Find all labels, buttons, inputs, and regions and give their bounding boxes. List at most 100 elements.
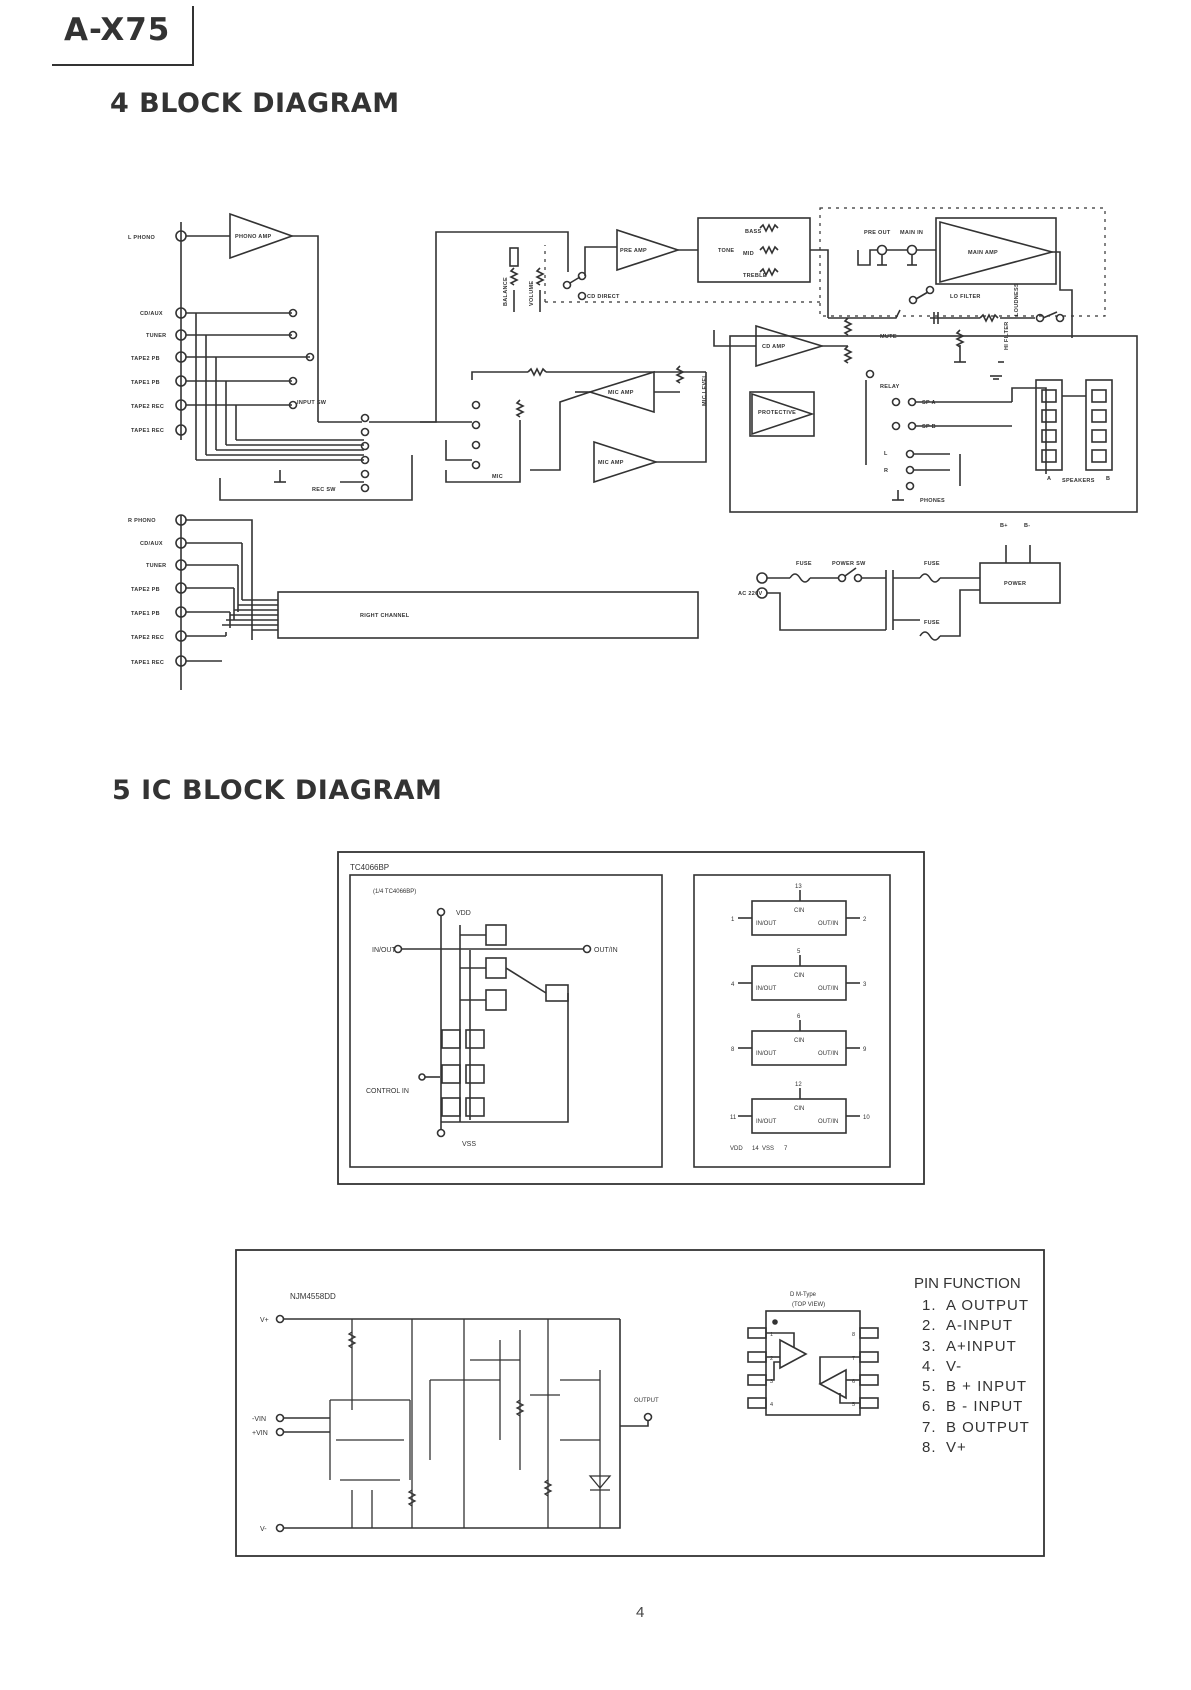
sw2-c-pin: 5 — [797, 949, 801, 955]
section-title-ic-block-diagram: 5 IC BLOCK DIAGRAM — [112, 775, 443, 806]
njm4558-dip-package — [765, 1310, 861, 1416]
njm4558-pins — [747, 1327, 879, 1409]
pin-function: A OUTPUT — [946, 1297, 1030, 1314]
pin-function: B OUTPUT — [946, 1418, 1030, 1436]
mute-label: MUTE — [880, 334, 897, 340]
pin-item: 3.A+INPUT — [922, 1337, 1030, 1357]
dip-pin-1: 1 — [770, 1332, 773, 1338]
pin-function-title: PIN FUNCTION — [914, 1275, 1021, 1292]
fuse-2-label: FUSE — [924, 561, 940, 567]
label-l-phono: L PHONO — [128, 235, 155, 241]
pin-number: 2. — [922, 1317, 937, 1335]
njm4558-vminus-label: V- — [260, 1526, 267, 1533]
pin-function: A-INPUT — [946, 1317, 1013, 1335]
pin-item: 8.V+ — [922, 1438, 1030, 1458]
sw2-out-label: OUT/IN — [818, 986, 838, 992]
sw2-c-label: CIN — [794, 973, 804, 979]
relay-label: RELAY — [880, 384, 900, 390]
mic-amp-2-label: MIC AMP — [598, 460, 624, 466]
speakers-label: SPEAKERS — [1062, 478, 1095, 484]
phono-amp-label: PHONO AMP — [235, 234, 271, 240]
label-tape1-rec: TAPE1 REC — [131, 428, 164, 434]
fuse-3-label: FUSE — [924, 620, 940, 626]
tc4066-vss-pin-label: VSS — [762, 1146, 774, 1152]
tc4066-switch-3 — [738, 1020, 860, 1066]
dip-pin-4: 4 — [770, 1402, 773, 1408]
tc4066-vss-pin: 7 — [784, 1146, 788, 1152]
pin-number: 3. — [922, 1337, 937, 1355]
block-diagram: L PHONO CD/AUX TUNER TAPE2 PB TAPE1 PB T… — [128, 207, 1138, 690]
pin-function: B + INPUT — [946, 1378, 1028, 1396]
njm4558-part-label: NJM4558DD — [290, 1292, 336, 1301]
label-r-tape1-pb: TAPE1 PB — [131, 611, 160, 617]
tc4066-vdd-pin: 14 — [752, 1146, 759, 1152]
tone-label: TONE — [718, 248, 734, 254]
pin-item: 4.V- — [922, 1357, 1030, 1377]
opamp-b-symbol — [818, 1368, 847, 1400]
label-r-tuner: TUNER — [146, 563, 166, 569]
mic-level-label: MIC LEVEL — [702, 374, 708, 406]
label-r-phono: R PHONO — [128, 518, 156, 524]
label-r-tape2-pb: TAPE2 PB — [131, 587, 160, 593]
label-tape2-rec: TAPE2 REC — [131, 404, 164, 410]
njm4558-in-minus-label: -VIN — [252, 1416, 266, 1423]
sw2-out-pin: 3 — [863, 982, 867, 988]
tc4066-switch-2 — [738, 955, 860, 1001]
phones-label: PHONES — [920, 498, 945, 504]
phones-l-label: L — [884, 451, 888, 457]
speaker-b-label: B — [1106, 476, 1110, 482]
label-tape2-pb: TAPE2 PB — [131, 356, 160, 362]
sw4-in-pin: 11 — [730, 1115, 737, 1121]
sw1-c-label: CIN — [794, 908, 804, 914]
treble-label: TREBLE — [743, 273, 767, 279]
sp-b-label: SP B — [922, 424, 936, 430]
output-section-box — [729, 335, 1138, 513]
pin-number: 7. — [922, 1418, 937, 1436]
b-plus-label: B+ — [1000, 523, 1008, 529]
pin-item: 6.B - INPUT — [922, 1397, 1030, 1417]
volume-label: VOLUME — [529, 281, 535, 306]
sw1-in-pin: 1 — [731, 917, 735, 923]
fuse-1-label: FUSE — [796, 561, 812, 567]
njm4558-output-label: OUTPUT — [634, 1398, 659, 1404]
njm4558-package-label: D M-Type — [790, 1292, 817, 1298]
label-cd-aux: CD/AUX — [140, 311, 163, 317]
pin-number: 8. — [922, 1439, 937, 1457]
sw1-c-pin: 13 — [795, 884, 802, 890]
pin-function: V- — [946, 1357, 963, 1375]
sp-a-label: SP A — [922, 400, 936, 406]
tc4066-note: (1/4 TC4066BP) — [373, 889, 416, 895]
sw2-in-pin: 4 — [731, 982, 735, 988]
main-amp-triangle — [939, 220, 1056, 284]
tc4066-control-in-label: CONTROL IN — [366, 1088, 409, 1095]
pin-item: 1.A OUTPUT — [922, 1296, 1030, 1316]
dip-pin-3: 3 — [770, 1379, 773, 1385]
label-r-tape1-rec: TAPE1 REC — [131, 660, 164, 666]
sw4-c-label: CIN — [794, 1106, 804, 1112]
section-title-block-diagram: 4 BLOCK DIAGRAM — [110, 88, 400, 119]
dip-pin-6: 6 — [852, 1379, 855, 1385]
speaker-a-label: A — [1047, 476, 1051, 482]
pin-number: 6. — [922, 1398, 937, 1416]
protective-label: PROTECTIVE — [758, 410, 796, 416]
sw1-in-label: IN/OUT — [756, 921, 777, 927]
balance-label: BALANCE — [503, 277, 509, 306]
model-number: A-X75 — [64, 12, 171, 48]
jack-l-tape1-rec — [175, 424, 187, 436]
opamp-a-symbol — [779, 1338, 808, 1370]
sw3-c-label: CIN — [794, 1038, 804, 1044]
b-minus-label: B- — [1024, 523, 1030, 529]
model-tab: A-X75 — [52, 6, 194, 66]
input-selector-wiring — [186, 308, 420, 501]
right-input-jacks — [175, 514, 278, 690]
sw4-out-label: OUT/IN — [818, 1119, 838, 1125]
dip-pin-2: 2 — [770, 1356, 773, 1362]
pre-out-label: PRE OUT — [864, 230, 891, 236]
label-tape1-pb: TAPE1 PB — [131, 380, 160, 386]
main-amp-label: MAIN AMP — [968, 250, 998, 256]
sw2-in-label: IN/OUT — [756, 986, 777, 992]
sw1-out-pin: 2 — [863, 917, 867, 923]
pre-amp-label: PRE AMP — [620, 248, 647, 254]
sw4-out-pin: 10 — [863, 1115, 870, 1121]
